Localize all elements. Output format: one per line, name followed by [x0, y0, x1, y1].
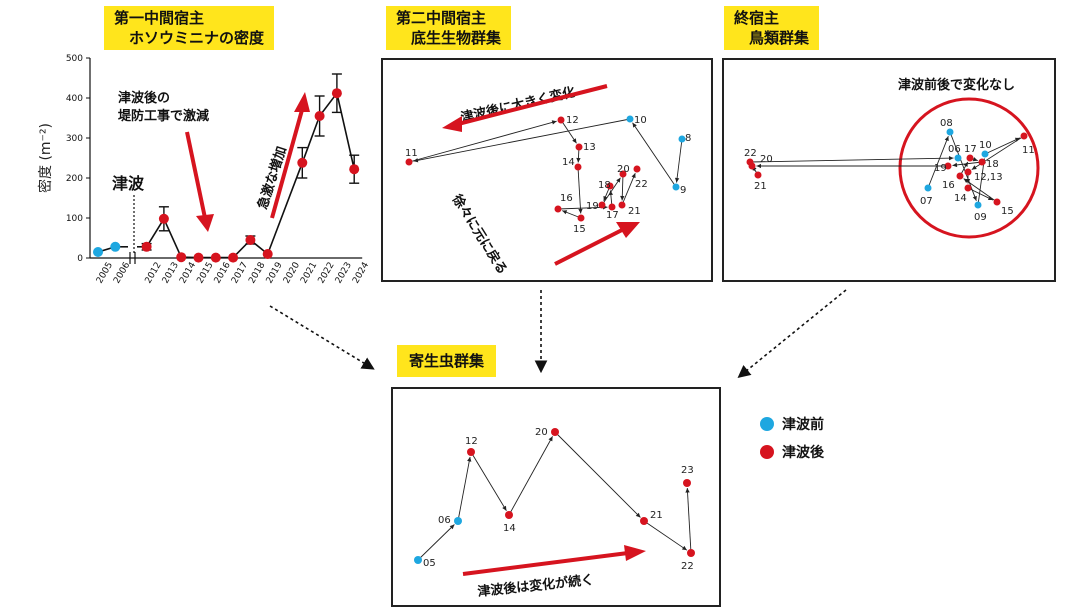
parasite-point-20 — [551, 428, 559, 436]
legend-after-swatch — [760, 445, 774, 459]
parasite-point-05 — [414, 556, 422, 564]
parasite-trajectory-segment — [687, 488, 691, 553]
legend-before-label: 津波前 — [782, 414, 824, 434]
parasite-point-label: 22 — [681, 561, 694, 572]
parasite-trajectory-segment — [509, 436, 553, 515]
legend-before: 津波前 — [760, 414, 824, 434]
parasite-change-arrow — [463, 553, 628, 574]
parasite-points: 05 06 12 14 20 21 22 23 — [414, 427, 695, 572]
parasite-arrowhead — [467, 457, 471, 462]
parasite-point-label: 21 — [650, 510, 663, 521]
parasite-point-label: 05 — [423, 558, 436, 569]
parasite-point-label: 06 — [438, 515, 451, 526]
parasite-point-label: 23 — [681, 465, 694, 476]
legend-after-label: 津波後 — [782, 442, 824, 462]
parasite-point-14 — [505, 511, 513, 519]
parasite-point-12 — [467, 448, 475, 456]
parasite-point-06 — [454, 517, 462, 525]
parasite-point-label: 14 — [503, 523, 516, 534]
parasite-point-22 — [687, 549, 695, 557]
parasite-arrowhead — [682, 546, 687, 550]
parasite-trajectory-segment — [458, 457, 470, 521]
parasite-point-label: 12 — [465, 436, 478, 447]
parasite-trajectory — [418, 432, 691, 560]
parasite-trajectory-segment — [644, 521, 687, 550]
parasite-point-23 — [683, 479, 691, 487]
parasite-arrowhead — [685, 488, 689, 493]
parasite-point-21 — [640, 517, 648, 525]
parasite-trajectory-segment — [555, 432, 640, 517]
parasite-trajectory-segment — [418, 524, 454, 560]
legend-before-swatch — [760, 417, 774, 431]
parasite-point-label: 20 — [535, 427, 548, 438]
parasite-change-annotation: 津波後は変化が続く — [477, 572, 595, 600]
legend-after: 津波後 — [760, 442, 824, 462]
parasite-change-arrowhead — [624, 545, 646, 561]
parasite-trajectory-segment — [471, 452, 506, 511]
